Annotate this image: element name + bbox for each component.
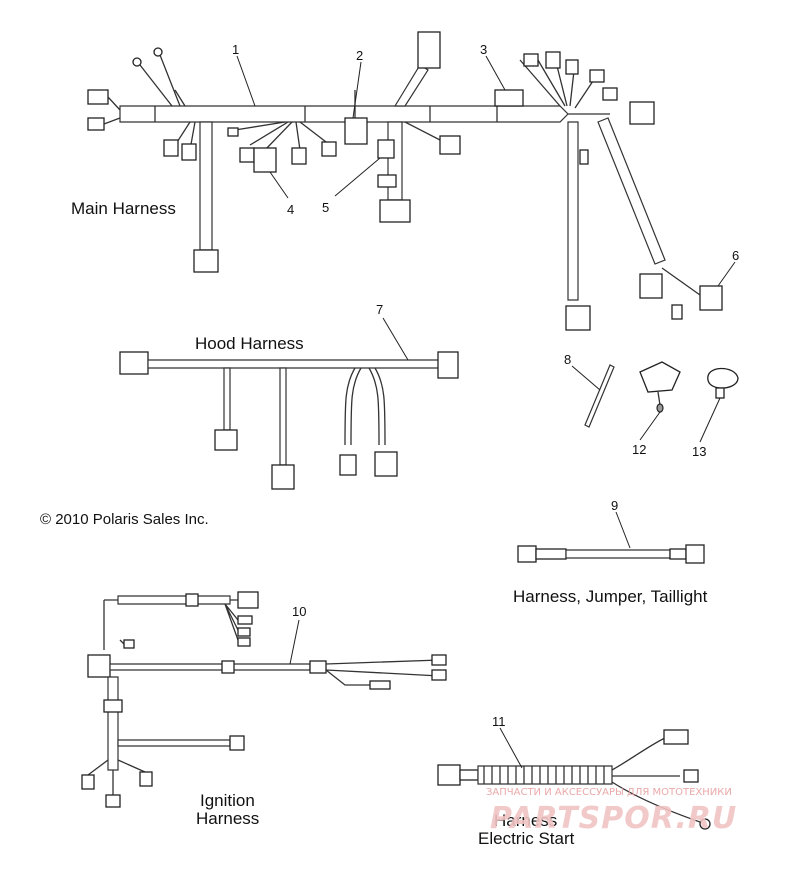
callout-11: 11 — [492, 714, 506, 729]
label-main-harness: Main Harness — [71, 199, 176, 218]
callout-1: 1 — [232, 42, 239, 57]
electric-start-harness-assembly — [437, 729, 711, 830]
watermark-tagline: ЗАПЧАСТИ И АКСЕССУАРЫ ДЛЯ МОТОТЕХНИКИ — [486, 787, 732, 798]
callout-7: 7 — [376, 302, 383, 317]
label-ignition-2: Harness — [196, 809, 259, 828]
taillight-jumper-harness — [517, 544, 705, 564]
label-electric-start-1: Harness — [494, 811, 557, 830]
main-harness-assembly — [87, 31, 723, 331]
watermark: ЗАПЧАСТИ И АКСЕССУАРЫ ДЛЯ МОТОТЕХНИКИ PA… — [486, 787, 737, 836]
label-jumper-taillight: Harness, Jumper, Taillight — [513, 587, 708, 606]
callout-4: 4 — [287, 202, 294, 217]
callout-8: 8 — [564, 352, 571, 367]
leader-lines — [236, 55, 736, 769]
callout-2: 2 — [356, 48, 363, 63]
hood-harness-assembly — [119, 351, 459, 490]
callout-13: 13 — [692, 444, 706, 459]
callout-10: 10 — [292, 604, 306, 619]
callout-9: 9 — [611, 498, 618, 513]
callout-5: 5 — [322, 200, 329, 215]
callout-6: 6 — [732, 248, 739, 263]
label-electric-start-2: Electric Start — [478, 829, 575, 848]
callout-12: 12 — [632, 442, 646, 457]
label-ignition-1: Ignition — [200, 791, 255, 810]
copyright-notice: © 2010 Polaris Sales Inc. — [40, 511, 209, 528]
callout-3: 3 — [480, 42, 487, 57]
small-parts — [584, 361, 739, 428]
ignition-harness-assembly — [81, 591, 447, 808]
watermark-logo: PARTSPOR.RU — [490, 801, 737, 836]
label-hood-harness: Hood Harness — [195, 334, 304, 353]
